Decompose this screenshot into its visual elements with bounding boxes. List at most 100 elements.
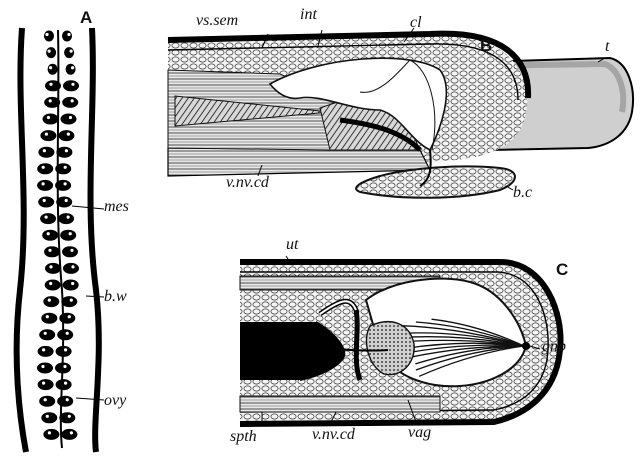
ovary-highlight bbox=[49, 265, 52, 268]
ovary-lobe bbox=[38, 379, 54, 390]
ovary-lobe bbox=[60, 230, 76, 241]
ovary-lobe bbox=[43, 114, 59, 125]
ovary-highlight bbox=[65, 149, 68, 152]
panel-a-drawing bbox=[17, 28, 104, 452]
ovary-highlight bbox=[46, 415, 49, 418]
ovary-lobe bbox=[64, 47, 74, 58]
ovary-highlight bbox=[70, 431, 73, 434]
ovary-highlight bbox=[68, 315, 71, 318]
ovary-highlight bbox=[49, 282, 52, 285]
ovary-highlight bbox=[47, 116, 50, 119]
panel-b-letter: B bbox=[480, 36, 492, 56]
ovary-highlight bbox=[70, 299, 73, 302]
ovary-lobe bbox=[45, 280, 61, 291]
label-ut: ut bbox=[286, 236, 298, 254]
ovary-lobe bbox=[58, 213, 74, 224]
ovary-highlight bbox=[47, 232, 50, 235]
ovary-highlight bbox=[67, 216, 70, 219]
label-mes: mes bbox=[104, 198, 129, 216]
ovary-highlight bbox=[67, 33, 70, 36]
ovary-highlight bbox=[43, 199, 46, 202]
label-v-nv-cd-b: v.nv.cd bbox=[226, 174, 269, 192]
ovary-lobe bbox=[44, 31, 54, 42]
ovary-lobe bbox=[61, 114, 77, 125]
ovary-highlight bbox=[46, 315, 49, 318]
ovary-highlight bbox=[49, 99, 52, 102]
ovary-lobe bbox=[55, 163, 71, 174]
ovary-highlight bbox=[65, 199, 68, 202]
ovary-lobe bbox=[59, 313, 75, 324]
label-cl: cl bbox=[410, 14, 422, 32]
ovary-lobe bbox=[61, 296, 77, 307]
ovary-lobe bbox=[56, 197, 72, 208]
ovary-lobe bbox=[44, 97, 60, 108]
ovary-highlight bbox=[49, 66, 52, 69]
ovary-highlight bbox=[64, 382, 67, 385]
ovary-lobe bbox=[56, 379, 72, 390]
label-int: int bbox=[300, 6, 317, 24]
label-gnp: gnp bbox=[542, 338, 566, 356]
panel-c-letter: C bbox=[556, 260, 568, 280]
ovary-lobe bbox=[43, 296, 59, 307]
ovary-highlight bbox=[64, 348, 67, 351]
ovary-lobe bbox=[56, 147, 72, 158]
ovary-lobe bbox=[40, 213, 56, 224]
panel-b-drawing bbox=[168, 28, 633, 198]
ovary-highlight bbox=[71, 282, 74, 285]
ovary-highlight bbox=[45, 33, 48, 36]
ovary-highlight bbox=[71, 83, 74, 86]
ovary-highlight bbox=[48, 50, 51, 53]
ovary-highlight bbox=[64, 166, 67, 169]
ovary-highlight bbox=[44, 398, 47, 401]
ovary-highlight bbox=[69, 232, 72, 235]
label-spth: spth bbox=[230, 428, 257, 446]
ovary-lobe bbox=[38, 197, 54, 208]
ovary-highlight bbox=[69, 116, 72, 119]
label-b-w: b.w bbox=[104, 288, 127, 306]
ovary-lobe bbox=[58, 130, 74, 141]
ovary-lobe bbox=[56, 346, 72, 357]
label-ovy: ovy bbox=[104, 392, 126, 410]
ovary-lobe bbox=[62, 97, 78, 108]
ovary-lobe bbox=[45, 263, 61, 274]
ovary-highlight bbox=[45, 133, 48, 136]
ovary-lobe bbox=[62, 31, 72, 42]
ovary-highlight bbox=[66, 398, 69, 401]
ovary-lobe bbox=[41, 313, 57, 324]
ovary-lobe bbox=[37, 163, 53, 174]
ovary-lobe bbox=[55, 180, 71, 191]
label-v-nv-cd-c: v.nv.cd bbox=[312, 426, 355, 444]
panel-c-drawing bbox=[240, 256, 561, 424]
ovary-lobe bbox=[37, 180, 53, 191]
ovary-highlight bbox=[48, 431, 51, 434]
ovary-highlight bbox=[49, 83, 52, 86]
ovary-highlight bbox=[44, 332, 47, 335]
ovary-highlight bbox=[48, 249, 51, 252]
ovary-highlight bbox=[42, 382, 45, 385]
ovary-highlight bbox=[68, 415, 71, 418]
ovary-lobe bbox=[66, 64, 76, 75]
ovary-lobe bbox=[55, 363, 71, 374]
label-t: t bbox=[605, 38, 609, 56]
ovary-lobe bbox=[38, 346, 54, 357]
ovary-lobe bbox=[63, 80, 79, 91]
ovary-highlight bbox=[70, 50, 73, 53]
ovary-highlight bbox=[48, 299, 51, 302]
label-b-c: b.c bbox=[513, 184, 532, 202]
ovary-lobe bbox=[57, 396, 73, 407]
ovary-highlight bbox=[63, 365, 66, 368]
ovary-lobe bbox=[44, 246, 60, 257]
ovary-highlight bbox=[67, 133, 70, 136]
ovary-lobe bbox=[40, 130, 56, 141]
ovary-highlight bbox=[42, 166, 45, 169]
ovary-lobe bbox=[45, 80, 61, 91]
ovary-lobe bbox=[48, 64, 58, 75]
ovary-highlight bbox=[41, 365, 44, 368]
ovary-highlight bbox=[42, 348, 45, 351]
ovary-lobe bbox=[39, 329, 55, 340]
ovary-lobe bbox=[41, 412, 57, 423]
label-vag: vag bbox=[408, 424, 431, 442]
ovary-lobe bbox=[63, 280, 79, 291]
ovary-lobe bbox=[57, 329, 73, 340]
ovary-highlight bbox=[42, 182, 45, 185]
